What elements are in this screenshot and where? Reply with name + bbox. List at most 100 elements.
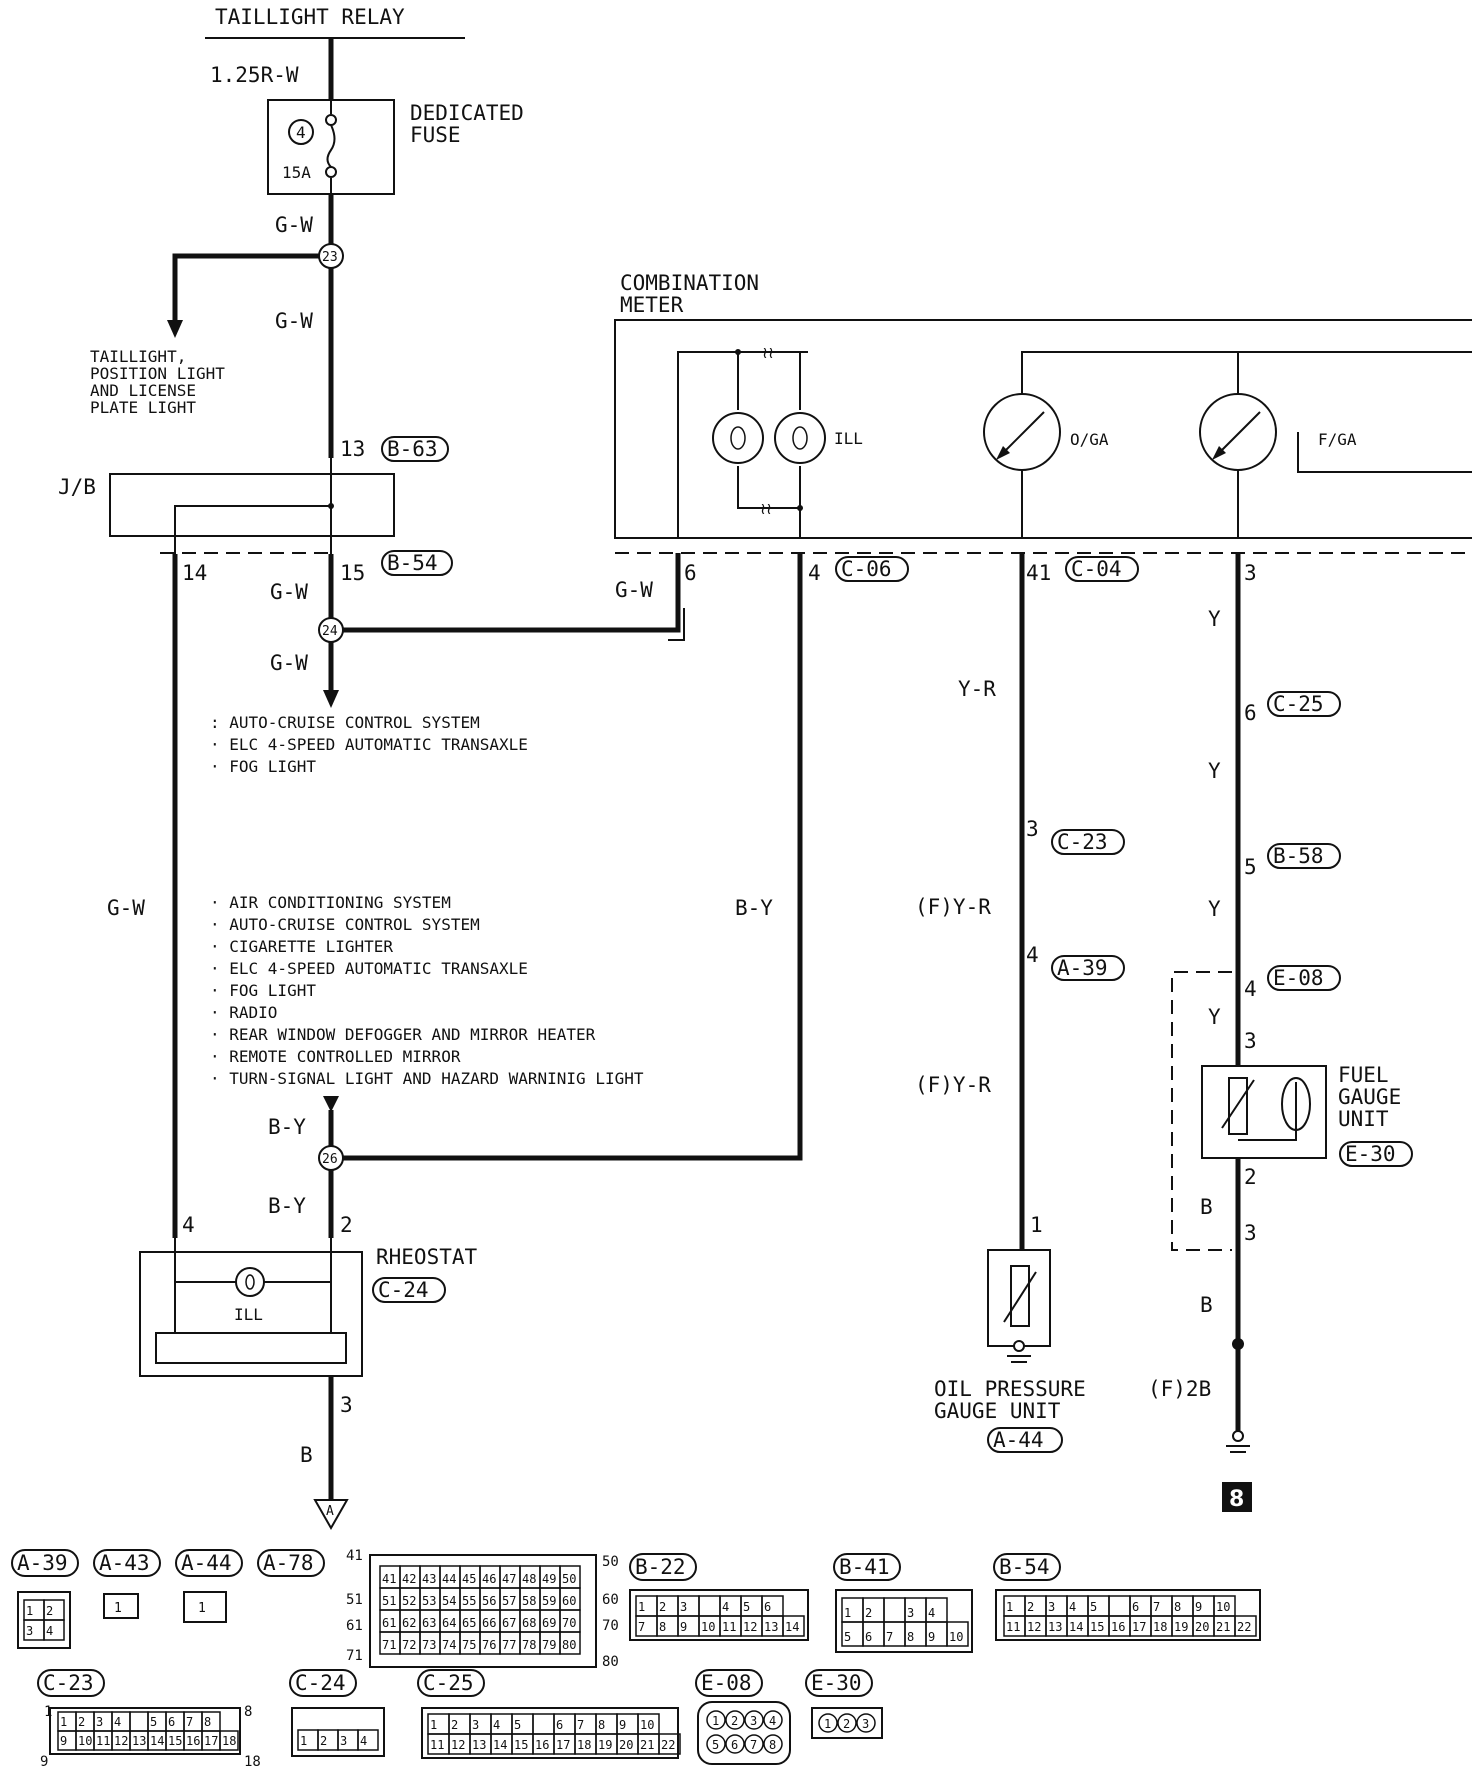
c25-cell xyxy=(658,1733,681,1755)
c23-pin: 8 xyxy=(204,1715,211,1729)
fuel-unit-line1: FUEL xyxy=(1338,1063,1389,1087)
rheostat-bulb-icon xyxy=(235,1267,265,1297)
meter-ill-top xyxy=(677,351,808,538)
junction-23-label: 23 xyxy=(322,250,338,265)
a78-pin: 57 xyxy=(502,1594,516,1608)
c25-pin: 14 xyxy=(493,1738,507,1752)
pin-15: 15 xyxy=(340,561,365,585)
legend-label-b-41: B-41 xyxy=(839,1555,890,1579)
c25-pin: 5 xyxy=(514,1718,521,1732)
meter-oga: O/GA xyxy=(1070,430,1109,449)
legend-label-c-24: C-24 xyxy=(295,1671,346,1695)
a39-shell xyxy=(17,1591,71,1649)
ground-label-f2b: (F)2B xyxy=(1148,1377,1211,1401)
b41-pin: 2 xyxy=(865,1606,872,1620)
conn-b58: B-58 xyxy=(1273,844,1324,868)
e30-pin: 1 xyxy=(824,1717,831,1731)
b22-pin: 11 xyxy=(722,1620,736,1634)
rheostat-pin-2: 2 xyxy=(340,1213,353,1237)
oil-unit-line2: GAUGE UNIT xyxy=(934,1399,1061,1423)
legend-badge-b-41 xyxy=(833,1553,901,1581)
a43-pin: 1 xyxy=(114,1601,122,1616)
a78-pin: 72 xyxy=(402,1638,416,1652)
fuel-gauge-needle xyxy=(1215,411,1261,457)
wire-label-gw-1: G-W xyxy=(275,213,313,237)
fuel-pin-5: 5 xyxy=(1244,855,1257,879)
b54-pin: 7 xyxy=(1153,1600,1160,1614)
a78-pin: 44 xyxy=(442,1572,456,1586)
a78-pin: 73 xyxy=(422,1638,436,1652)
ground-number: 8 xyxy=(1229,1487,1244,1512)
b22-cell xyxy=(782,1615,805,1637)
fuel-unit-resistor xyxy=(1228,1077,1248,1135)
b54-pin: 10 xyxy=(1216,1600,1230,1614)
wire-label-y-3: Y xyxy=(1208,897,1221,921)
c24-cell xyxy=(357,1729,379,1751)
legend-badge-a-39 xyxy=(11,1549,79,1577)
b54-pin: 9 xyxy=(1195,1600,1202,1614)
b22-pin: 3 xyxy=(680,1600,687,1614)
c25-cell xyxy=(532,1713,555,1735)
a43-shell xyxy=(103,1593,139,1619)
a78-shell xyxy=(369,1554,597,1668)
a78-pin: 51 xyxy=(382,1594,396,1608)
c24-pin: 1 xyxy=(300,1734,307,1748)
fuse-label-line2: FUSE xyxy=(410,123,461,147)
meter-bulb-1-icon xyxy=(712,412,764,464)
b41-pin: 8 xyxy=(907,1630,914,1644)
fuel-unit-variable-arrow xyxy=(1221,1079,1255,1129)
list2-item-6: · RADIO xyxy=(210,1003,277,1022)
legend-badge-e-30 xyxy=(805,1669,873,1697)
a78-pin: 63 xyxy=(422,1616,436,1630)
wire-j24-to-meter xyxy=(343,553,681,633)
c24-pin: 3 xyxy=(340,1734,347,1748)
a78-corner: 50 xyxy=(602,1554,619,1570)
conn-c23-badge xyxy=(1051,829,1125,855)
c25-pin: 3 xyxy=(472,1718,479,1732)
b22-pin: 4 xyxy=(722,1600,729,1614)
list1-item-1: : AUTO-CRUISE CONTROL SYSTEM xyxy=(210,713,480,732)
ground-a-label: A xyxy=(326,1504,334,1519)
c23-pin: 13 xyxy=(132,1734,146,1748)
conn-c06: C-06 xyxy=(841,557,892,581)
e08-pin: 1 xyxy=(712,1714,719,1728)
wire-label-y-4: Y xyxy=(1208,1005,1221,1029)
c23-pin: 15 xyxy=(168,1734,182,1748)
oil-gauge-icon xyxy=(983,393,1061,471)
e08-pin-ring xyxy=(744,1710,764,1730)
wire-label-1-25r-w: 1.25R-W xyxy=(210,63,299,87)
list2-item-9: · TURN-SIGNAL LIGHT AND HAZARD WARNINIG … xyxy=(210,1069,644,1088)
c24-pin: 2 xyxy=(320,1734,327,1748)
c25-pin: 10 xyxy=(640,1718,654,1732)
wire-label-by-2: B-Y xyxy=(268,1194,306,1218)
wire-label-b-3: B xyxy=(1200,1293,1213,1317)
conn-e30-badge xyxy=(1339,1141,1413,1167)
conn-a44-badge xyxy=(987,1427,1063,1453)
wire-label-gw-6: G-W xyxy=(107,896,145,920)
b22-pin: 10 xyxy=(701,1620,715,1634)
c23-pin: 11 xyxy=(96,1734,110,1748)
e08-pin: 7 xyxy=(750,1738,757,1752)
b54-pin: 16 xyxy=(1111,1620,1125,1634)
jb-internal-14 xyxy=(174,505,331,554)
b22-pin: 8 xyxy=(659,1620,666,1634)
junction-block xyxy=(109,473,395,537)
c25-pin: 18 xyxy=(577,1738,591,1752)
a78-corner: 71 xyxy=(346,1648,363,1664)
b41-pin: 3 xyxy=(907,1606,914,1620)
c23-pin: 1 xyxy=(60,1715,67,1729)
a78-pin: 58 xyxy=(522,1594,536,1608)
wire-label-gw-3: G-W xyxy=(270,580,308,604)
c23-pin: 14 xyxy=(150,1734,164,1748)
wire-label-fyr-1: (F)Y-R xyxy=(915,895,991,919)
c23-pin: 3 xyxy=(96,1715,103,1729)
a78-corner: 61 xyxy=(346,1618,363,1634)
a78-pin: 46 xyxy=(482,1572,496,1586)
list1-item-2: · ELC 4-SPEED AUTOMATIC TRANSAXLE xyxy=(210,735,528,754)
taillight-line1: TAILLIGHT, xyxy=(90,347,186,366)
a78-pin: 76 xyxy=(482,1638,496,1652)
fuel-pin-6: 6 xyxy=(1244,701,1257,725)
junction-24-label: 24 xyxy=(322,624,338,639)
c23-pin: 9 xyxy=(60,1734,67,1748)
